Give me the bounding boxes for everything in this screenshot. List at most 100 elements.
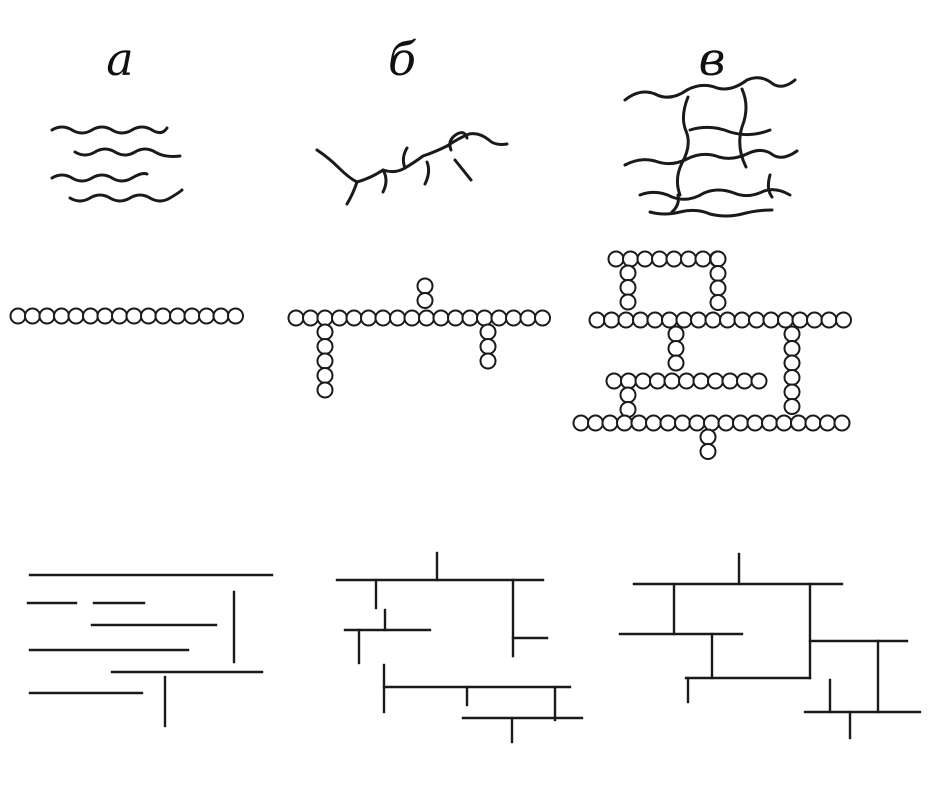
bead <box>703 414 720 432</box>
bead <box>389 309 406 327</box>
bead <box>125 307 143 325</box>
bead <box>601 414 619 432</box>
bead <box>736 372 753 390</box>
bead <box>96 307 114 325</box>
label-branched: б <box>388 32 417 86</box>
bead <box>572 414 590 432</box>
bead <box>791 311 809 329</box>
bead <box>169 307 186 325</box>
bead <box>416 292 434 309</box>
bead <box>479 323 497 341</box>
bead <box>667 325 685 343</box>
linear-lines <box>26 573 274 728</box>
bead <box>709 279 727 297</box>
bead <box>790 414 807 432</box>
bead <box>717 414 735 432</box>
bead <box>603 311 620 329</box>
bead <box>732 414 749 432</box>
bead <box>316 381 334 399</box>
bead <box>690 311 707 329</box>
bead <box>680 250 697 268</box>
bead <box>227 307 244 325</box>
bead <box>649 372 666 390</box>
bead <box>707 372 724 390</box>
bead <box>636 250 654 268</box>
bead <box>534 309 551 327</box>
bead <box>154 307 172 325</box>
network-chain-beads <box>572 250 852 460</box>
bead <box>616 414 633 432</box>
bead <box>53 307 70 325</box>
label-linear: а <box>106 32 133 86</box>
bead <box>709 265 727 282</box>
bead <box>331 309 348 327</box>
bead <box>140 307 157 325</box>
bead <box>620 372 637 390</box>
bead <box>833 414 851 432</box>
bead <box>479 338 497 355</box>
bead <box>694 250 712 268</box>
bead <box>667 354 685 372</box>
linear-chain-beads <box>9 307 244 325</box>
bead <box>704 311 722 329</box>
bead <box>607 250 625 268</box>
bead <box>819 414 836 432</box>
bead <box>418 309 435 327</box>
bead <box>505 309 522 327</box>
bead <box>783 383 801 401</box>
bead <box>651 250 668 268</box>
bead <box>761 414 778 432</box>
bead <box>588 311 606 329</box>
bead <box>605 372 623 390</box>
bead <box>587 414 604 432</box>
bead <box>479 352 497 370</box>
bead <box>675 311 693 329</box>
bead <box>634 372 652 390</box>
bead <box>783 369 801 386</box>
bead <box>783 340 801 357</box>
bead <box>665 250 683 268</box>
bead <box>645 414 662 432</box>
bead <box>617 311 635 329</box>
bead <box>38 307 56 325</box>
linear-chains-wavy <box>50 125 184 203</box>
bead <box>345 309 363 327</box>
bead <box>360 309 377 327</box>
bead <box>663 372 681 390</box>
bead <box>316 309 334 327</box>
bead <box>835 311 852 329</box>
bead <box>777 311 794 329</box>
bead <box>461 309 479 327</box>
bead <box>820 311 838 329</box>
bead <box>476 309 493 327</box>
bead <box>302 309 319 327</box>
bead <box>67 307 85 325</box>
bead <box>775 414 793 432</box>
bead <box>688 414 706 432</box>
bead <box>316 352 334 370</box>
bead <box>806 311 823 329</box>
bead <box>9 307 27 325</box>
bead <box>699 443 717 460</box>
bead <box>111 307 128 325</box>
bead <box>661 311 678 329</box>
bead <box>198 307 215 325</box>
bead <box>316 323 334 341</box>
bead <box>667 340 685 357</box>
bead <box>619 279 637 296</box>
bead <box>416 277 434 295</box>
branched-chain-wavy <box>315 131 509 206</box>
bead <box>721 372 739 390</box>
bead <box>674 414 691 432</box>
bead <box>619 264 637 282</box>
bead <box>630 414 648 432</box>
bead <box>490 309 508 327</box>
bead <box>632 311 649 329</box>
bead <box>783 325 801 343</box>
bead <box>719 311 736 329</box>
branched-lines <box>335 551 584 744</box>
branched-chain-beads <box>287 277 551 399</box>
network-lines <box>618 552 922 740</box>
bead <box>24 307 41 325</box>
